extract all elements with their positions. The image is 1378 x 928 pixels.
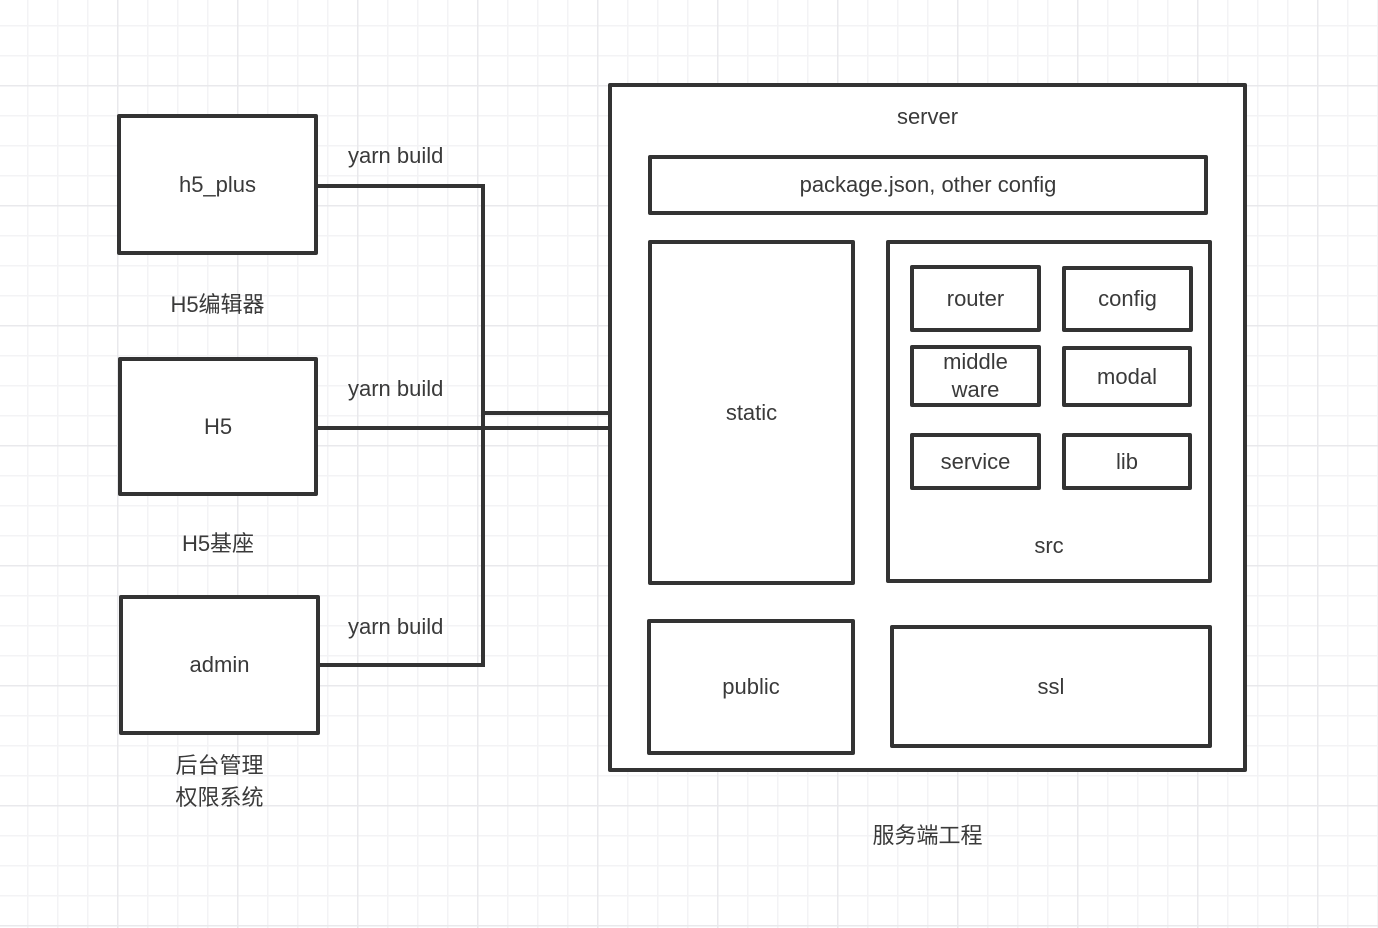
node-config-label: config (1098, 286, 1157, 311)
node-config: config (1062, 266, 1193, 332)
node-h5-plus-label: h5_plus (178, 171, 257, 197)
node-public-label: public (722, 674, 780, 699)
node-static: static (648, 240, 855, 585)
node-lib-label: lib (1115, 448, 1138, 474)
node-static-label: static (725, 399, 778, 425)
node-middleware: middle ware (910, 345, 1041, 407)
node-modal: modal (1062, 346, 1192, 407)
edge-trunk-vertical (481, 184, 485, 667)
node-h5-plus: h5_plus (117, 114, 318, 255)
node-lib: lib (1062, 433, 1192, 490)
caption-server-project: 服务端工程 (872, 823, 983, 848)
caption-h5-base: H5基座 (181, 531, 255, 556)
node-router: router (910, 265, 1041, 332)
edge-h5plus-out (318, 184, 485, 188)
node-middleware-label: middle ware (943, 349, 1008, 402)
edge-label-yarn-build-admin: yarn build (348, 614, 444, 639)
node-admin: admin (119, 595, 320, 735)
node-router-label: router (946, 285, 1005, 311)
node-package-json: package.json, other config (648, 155, 1208, 215)
caption-admin-system: 后台管理 权限系统 (175, 753, 264, 810)
caption-h5-editor: H5编辑器 (170, 292, 265, 317)
edge-h5-to-static (318, 426, 629, 430)
node-service-label: service (940, 448, 1011, 474)
edge-admin-out (320, 663, 485, 667)
node-h5: H5 (118, 357, 318, 496)
node-h5-label: H5 (203, 413, 233, 439)
server-title: server (896, 104, 959, 129)
edge-label-yarn-build-h5plus: yarn build (348, 143, 444, 168)
node-service: service (910, 433, 1041, 490)
node-modal-label: modal (1097, 363, 1157, 389)
edge-label-yarn-build-h5: yarn build (348, 376, 444, 401)
node-public: public (647, 619, 855, 755)
src-label: src (1034, 533, 1064, 558)
node-package-json-label: package.json, other config (799, 172, 1057, 197)
node-ssl: ssl (890, 625, 1212, 748)
node-admin-label: admin (189, 652, 250, 677)
edge-branch-to-static (481, 411, 629, 415)
node-ssl-label: ssl (1037, 673, 1065, 699)
